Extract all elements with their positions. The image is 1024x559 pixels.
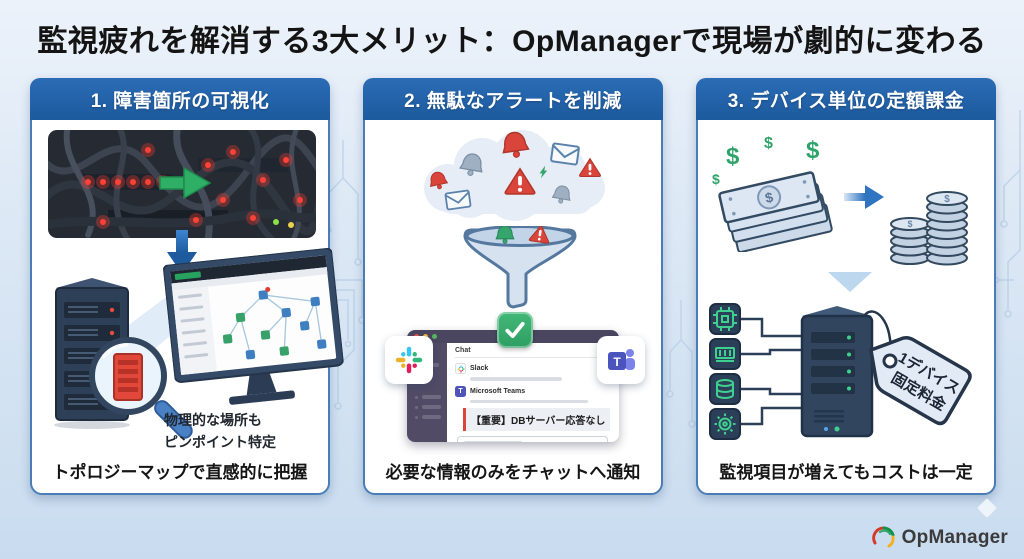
alert-message: 【重要】DBサーバー応答なし: [463, 408, 611, 431]
warning-icon: [579, 157, 601, 178]
coin-stacks-icon: $ $: [890, 191, 968, 266]
panel-fixed-pricing: 3. デバイス単位の定額課金 $ $ $ $ $ $ $: [696, 78, 996, 495]
chat-window: Chat Slack T Microsoft Teams 【重要】DBサーバー応…: [407, 330, 619, 442]
slack-logo: [385, 336, 433, 384]
panel-2-caption: 必要な情報のみをチャットへ通知: [385, 463, 641, 482]
topology-map: [222, 286, 327, 360]
chat-service-row: Slack: [455, 363, 612, 374]
gear-icon: [709, 408, 741, 440]
svg-text:$: $: [907, 219, 912, 229]
green-arrow-icon: [159, 166, 212, 200]
magnifier-icon: [89, 337, 193, 439]
server-tower: [800, 306, 874, 438]
chat-window-title: Chat: [455, 347, 613, 358]
warning-icon: [528, 226, 550, 244]
slack-icon: [455, 363, 466, 374]
alert-bell-icon: [459, 153, 483, 176]
teams-logo: T: [597, 336, 645, 384]
panel-2-header: 2. 無駄なアラートを削減: [363, 78, 663, 120]
money-bills-icon: $ $ $ $ $: [712, 135, 833, 252]
panel-1-caption: トポロジーマップで直感的に把握: [52, 463, 308, 482]
circuit-pattern-decoration: [992, 110, 1021, 318]
memory-icon: [709, 338, 741, 370]
cable-mess-photo: [48, 130, 316, 238]
opmanager-logo-icon: [871, 526, 895, 548]
pinpoint-annotation: 物理的な場所も ピンポイント特定: [164, 412, 276, 450]
alert-bell-icon: [429, 171, 449, 190]
svg-text:$: $: [764, 135, 773, 152]
zap-icon: [539, 165, 548, 179]
down-triangle-icon: [828, 272, 872, 292]
teams-icon: T: [455, 385, 466, 397]
check-icon: [497, 312, 533, 348]
svg-text:T: T: [613, 355, 621, 369]
filter-funnel: [463, 226, 577, 309]
panel-3-header: 3. デバイス単位の定額課金: [696, 78, 996, 120]
dollar-signs: $ $ $ $: [712, 135, 820, 187]
opmanager-brand: OpManager: [871, 525, 1008, 551]
chat-message-input[interactable]: [457, 436, 609, 442]
database-icon: [709, 373, 741, 405]
panel-fault-visualization: 1. 障害箇所の可視化: [30, 78, 345, 495]
topology-monitor: [162, 247, 345, 405]
right-arrow-icon: [844, 185, 884, 209]
page-title: 監視疲れを解消する3大メリット：OpManagerで現場が劇的に変わる: [37, 25, 987, 58]
mail-icon: [444, 189, 472, 211]
mail-icon: [550, 142, 580, 166]
alert-bell-icon: [551, 185, 571, 204]
circuit-pattern-decoration: [324, 140, 366, 410]
price-tag: 1デバイス 固定料金: [868, 336, 972, 426]
panel-alert-reduction: 2. 無駄なアラートを削減: [363, 78, 663, 495]
chat-main: Chat Slack T Microsoft Teams 【重要】DBサーバー応…: [447, 343, 619, 442]
cpu-icon: [709, 303, 741, 335]
svg-text:$: $: [712, 171, 720, 187]
chat-service-row: T Microsoft Teams: [455, 385, 612, 397]
sparkle-decoration: [977, 498, 997, 518]
warning-icon: [504, 167, 536, 195]
alert-bell-icon: [495, 226, 515, 244]
monitored-server-illustration: 1デバイス 固定料金: [709, 303, 972, 440]
alert-bell-icon: [502, 131, 530, 158]
svg-text:$: $: [944, 194, 950, 205]
brand-name: OpManager: [901, 527, 1008, 548]
svg-text:$: $: [806, 137, 820, 164]
svg-text:$: $: [726, 143, 740, 170]
panel-1-header: 1. 障害箇所の可視化: [30, 78, 330, 120]
svg-text:$: $: [763, 189, 774, 206]
maximize-icon: [432, 334, 437, 339]
alert-cloud: [424, 130, 605, 221]
faulty-server-icon: [113, 353, 143, 401]
circuit-pattern-decoration: [666, 300, 696, 428]
panel-3-caption: 監視項目が増えてもコストは一定: [719, 463, 973, 482]
